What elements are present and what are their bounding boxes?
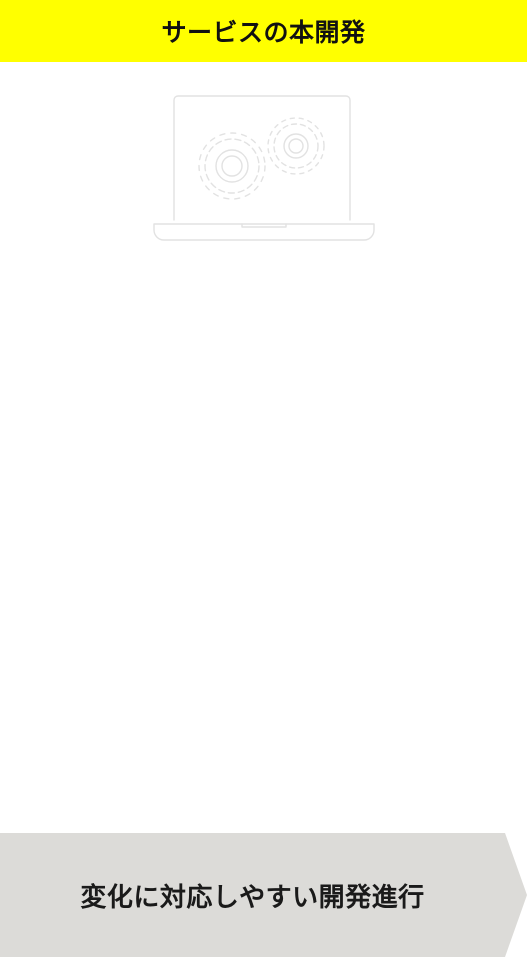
footer-banner: 変化に対応しやすい開発進行	[0, 833, 527, 957]
page-title: サービスの本開発	[161, 18, 366, 47]
laptop-gears-icon	[150, 90, 378, 248]
header-bar: サービスの本開発	[0, 0, 527, 62]
footer-arrow-shape	[0, 833, 527, 957]
footer-text: 変化に対応しやすい開発進行	[80, 882, 425, 913]
